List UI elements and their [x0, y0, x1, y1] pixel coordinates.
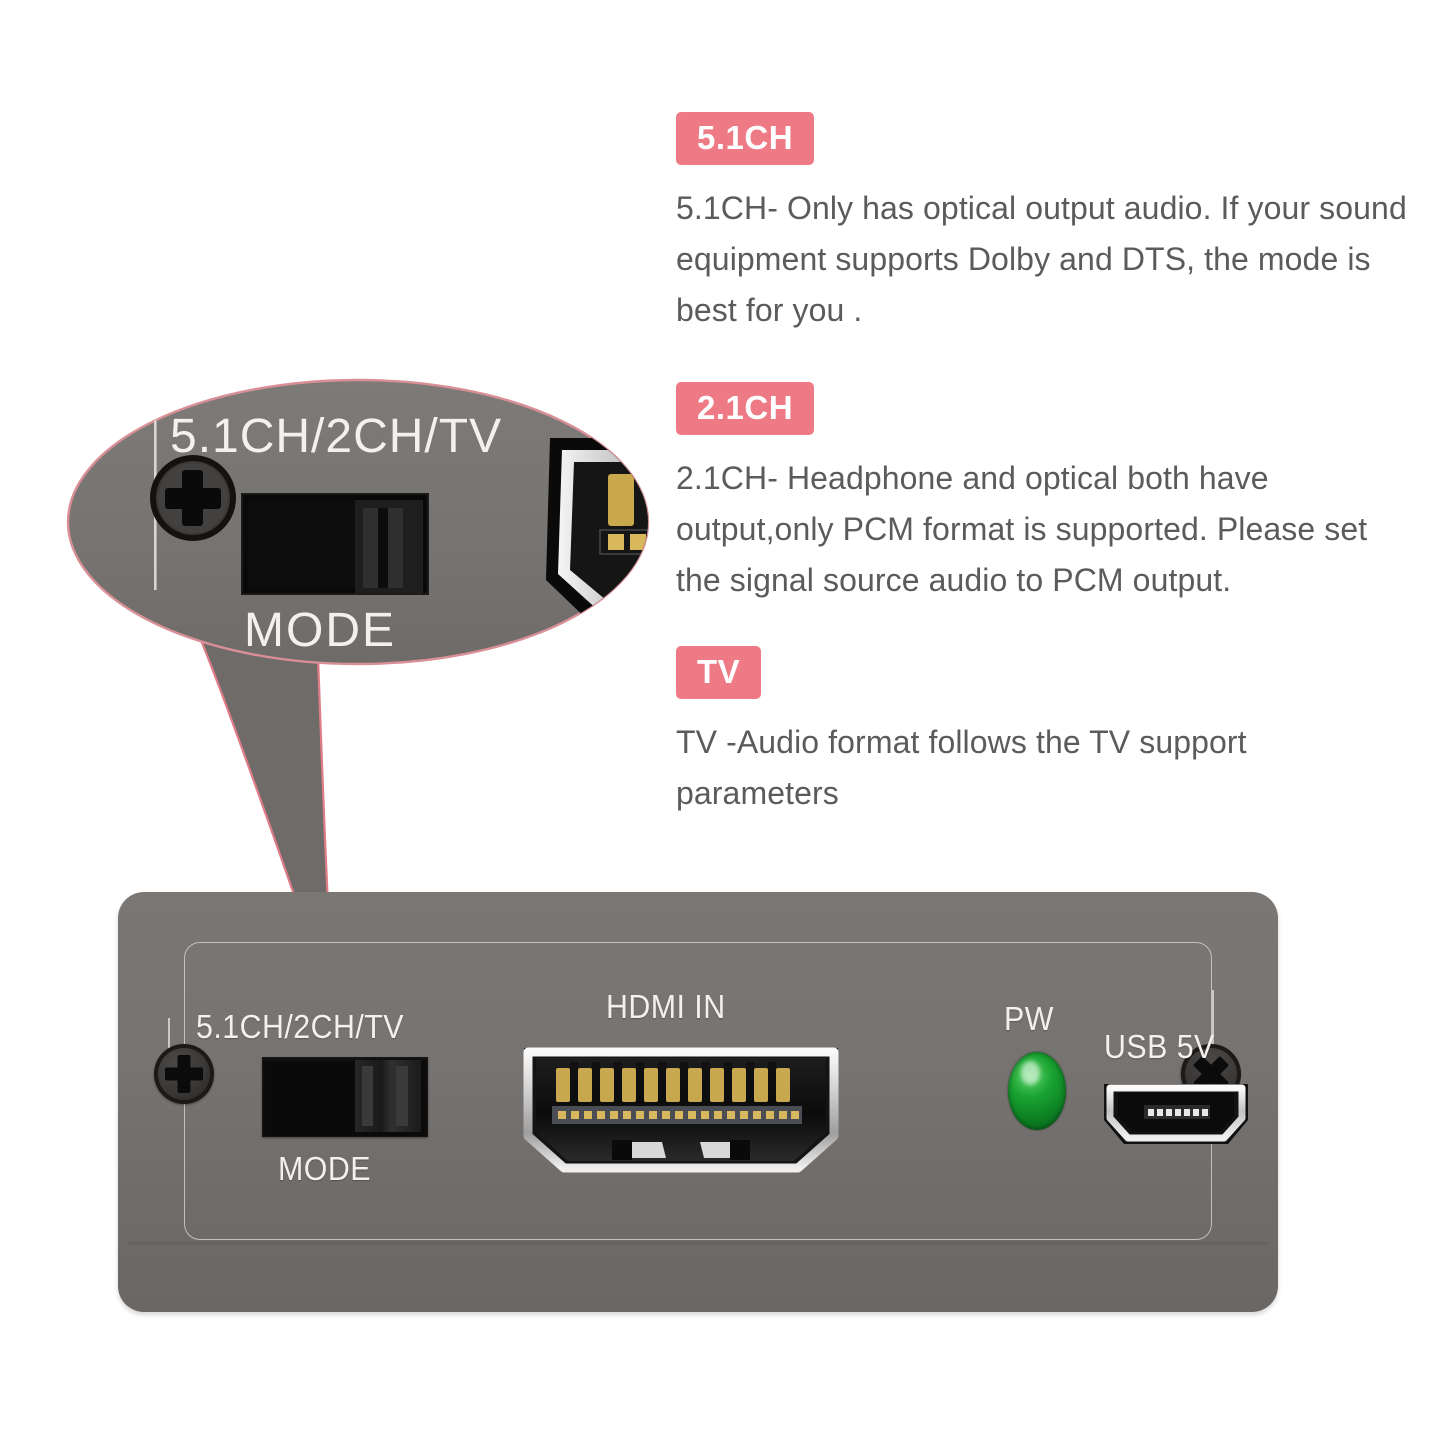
- callout-bubble: 5.1CH/2CH/TV MODE: [66, 378, 650, 666]
- description-text-51ch: 5.1CH- Only has optical output audio. If…: [676, 190, 1407, 328]
- device-front-panel: 5.1CH/2CH/TV MODE HDMI IN: [118, 892, 1278, 1312]
- left-screw-icon: [154, 1044, 214, 1104]
- usb-port-icon[interactable]: [1098, 1072, 1254, 1152]
- callout-mode-top-label: 5.1CH/2CH/TV: [170, 410, 502, 463]
- description-block-21ch: 2.1CH 2.1CH- Headphone and optical both …: [676, 382, 1416, 606]
- description-column: 5.1CH 5.1CH- Only has optical output aud…: [676, 112, 1416, 829]
- description-text-21ch: 2.1CH- Headphone and optical both have o…: [676, 460, 1368, 598]
- badge-51ch: 5.1CH: [676, 112, 815, 165]
- badge-21ch: 2.1CH: [676, 382, 815, 435]
- description-block-tv: TV TV -Audio format follows the TV suppo…: [676, 646, 1416, 819]
- callout-mode-bottom-label: MODE: [244, 604, 396, 657]
- mode-bottom-label: MODE: [278, 1150, 371, 1187]
- usb-label: USB 5V: [1104, 1028, 1215, 1065]
- badge-tv: TV: [676, 646, 762, 699]
- hdmi-port-icon[interactable]: [516, 1042, 846, 1178]
- spacer-1: [676, 346, 1416, 382]
- mode-switch[interactable]: [262, 1057, 428, 1137]
- spacer-2: [676, 616, 1416, 646]
- description-block-51ch: 5.1CH 5.1CH- Only has optical output aud…: [676, 112, 1416, 336]
- power-label: PW: [1004, 1000, 1054, 1037]
- description-text-tv: TV -Audio format follows the TV support …: [676, 724, 1247, 811]
- power-led-icon: [1008, 1052, 1066, 1130]
- panel-bottom-seam: [128, 1242, 1268, 1246]
- mode-top-label: 5.1CH/2CH/TV: [196, 1008, 404, 1045]
- hdmi-label: HDMI IN: [606, 988, 726, 1025]
